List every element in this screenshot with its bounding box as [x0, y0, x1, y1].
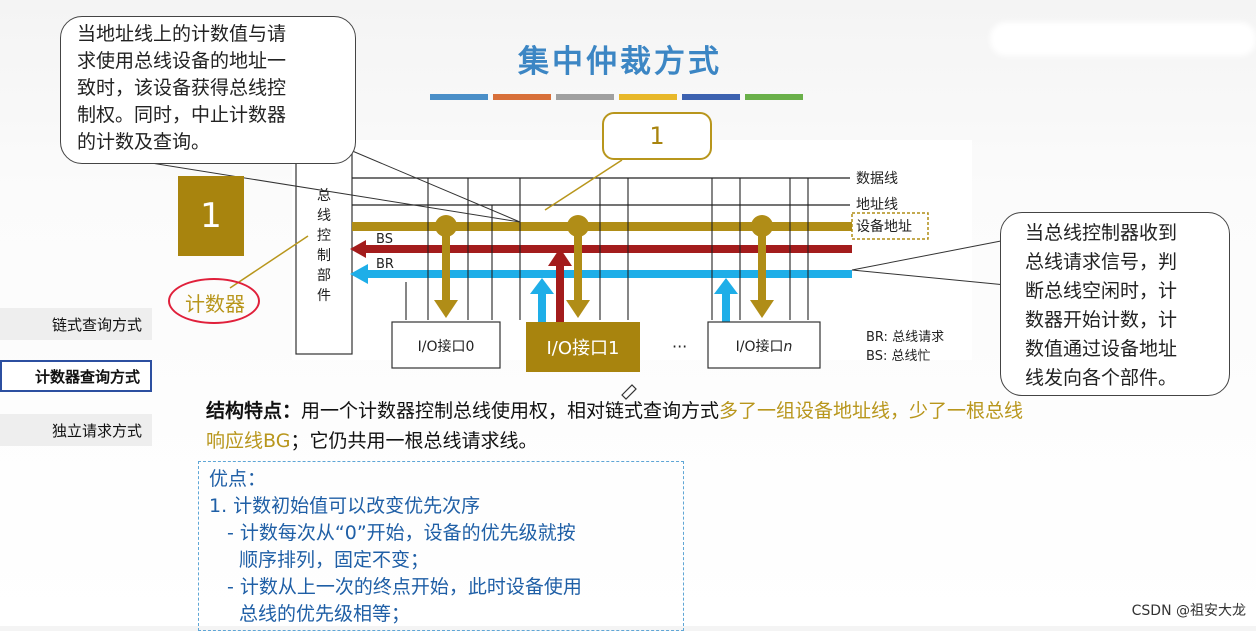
tap-arrowhead — [434, 300, 458, 318]
address-taps — [434, 215, 774, 318]
tap-stem — [758, 226, 766, 306]
callout-line: 的计数及查询。 — [77, 131, 211, 153]
controller-char: 部 — [317, 268, 331, 284]
advantages-heading: 优点： — [209, 468, 267, 490]
br-arrowhead — [350, 264, 368, 284]
nav-label: 链式查询方式 — [51, 315, 142, 334]
ellipsis-label: ··· — [672, 337, 687, 356]
br-up-arrowhead-n — [714, 278, 738, 294]
tap-arrowhead — [750, 300, 774, 318]
legend-bs: BS: 总线忙 — [866, 349, 930, 364]
callout-line: 致时，该设备获得总线控 — [77, 77, 287, 99]
controller-char: 线 — [317, 208, 331, 224]
advantage-sub: - 计数从上一次的终点开始，此时设备使用 — [227, 576, 582, 598]
ion-label: I/O接口n — [736, 338, 793, 355]
controller-char: 件 — [317, 288, 331, 304]
nav-label: 独立请求方式 — [51, 421, 142, 440]
color-bar — [682, 94, 740, 100]
br-up-stem-n — [722, 292, 730, 322]
structure-part2: ；它仍共用一根总线请求线。 — [290, 430, 538, 452]
left-callout-pointer — [69, 149, 521, 223]
data-line-label: 数据线 — [856, 171, 898, 187]
counter-circle-annotation — [168, 278, 260, 324]
callout-line: 制权。同时，中止计数器 — [77, 104, 287, 126]
bus-taps — [405, 178, 809, 320]
callout-line: 当总线控制器收到 — [1025, 222, 1178, 244]
controller-label: 总 线 控 制 部 件 — [317, 188, 331, 304]
step-badge-small: 1 — [602, 112, 712, 160]
io0-box — [391, 321, 501, 369]
callout-left: 当地址线上的计数值与请 求使用总线设备的地址一 致时，该设备获得总线控 制权。同… — [60, 16, 356, 164]
bs-up-stem — [556, 262, 564, 322]
tap-arrowhead — [566, 300, 590, 318]
right-callout-pointer — [851, 239, 1007, 286]
blurred-region — [990, 22, 1256, 56]
ion-box — [707, 321, 821, 369]
page-title: 集中仲裁方式 — [518, 44, 722, 80]
advantage-sub: 顺序排列，固定不变； — [239, 549, 430, 571]
nav-label: 计数器查询方式 — [34, 367, 140, 386]
advantages-box: 优点： 1. 计数初始值可以改变优先次序 - 计数每次从“0”开始，设备的优先级… — [198, 461, 684, 631]
controller-char: 控 — [317, 228, 331, 244]
io1-label: I/O接口1 — [547, 338, 620, 359]
device-address-bus — [352, 222, 852, 231]
color-bar — [619, 94, 677, 100]
br-up-arrowhead-1 — [530, 278, 554, 294]
br-line — [364, 270, 852, 278]
bus-controller-box — [295, 145, 353, 355]
advantage-sub: - 计数每次从“0”开始，设备的优先级就按 — [227, 522, 576, 544]
bs-up-arrowhead — [548, 248, 572, 266]
nav-counter-query[interactable]: 计数器查询方式 — [0, 360, 152, 392]
controller-char: 制 — [317, 248, 331, 264]
address-line-label: 地址线 — [856, 197, 898, 213]
advantage-sub: 总线的优先级相等； — [239, 603, 411, 625]
nav-daisy-chain[interactable]: 链式查询方式 — [0, 308, 152, 340]
watermark: CSDN @祖安大龙 — [1131, 603, 1246, 619]
counter-pointer — [229, 235, 309, 289]
structure-prefix: 结构特点： — [206, 400, 302, 422]
br-up-stem-1 — [538, 292, 546, 322]
color-bar — [556, 94, 614, 100]
pen-cursor-icon — [621, 384, 637, 400]
controller-char: 总 — [317, 188, 331, 204]
ion-prefix: I/O接口 — [736, 338, 784, 355]
device-address-box — [851, 212, 929, 240]
callout-line: 数值通过设备地址 — [1025, 338, 1178, 360]
color-bar — [430, 94, 488, 100]
tap-stem — [442, 226, 450, 306]
bs-line — [362, 245, 852, 253]
badge-pointer — [544, 159, 623, 211]
tap-stem — [574, 226, 582, 306]
advantage-item: 1. 计数初始值可以改变优先次序 — [209, 495, 481, 517]
color-bar — [745, 94, 803, 100]
callout-line: 数器开始计数，计 — [1025, 309, 1178, 331]
structure-highlight: 多了一组设备地址线，少了一根总线响应线BG — [206, 400, 1024, 452]
bs-label: BS — [376, 232, 393, 247]
structure-paragraph: 结构特点：用一个计数器控制总线使用权，相对链式查询方式多了一组设备地址线，少了一… — [206, 396, 1026, 456]
callout-line: 线发向各个部件。 — [1025, 367, 1178, 389]
callout-line: 总线请求信号，判 — [1025, 251, 1178, 273]
callout-right: 当总线控制器收到 总线请求信号，判 断总线空闲时，计 数器开始计数，计 数值通过… — [1000, 212, 1230, 396]
br-label: BR — [376, 257, 394, 272]
device-address-label: 设备地址 — [856, 218, 912, 235]
io0-label: I/O接口0 — [418, 338, 475, 355]
io1-box — [526, 322, 640, 372]
callout-line: 当地址线上的计数值与请 — [77, 23, 287, 45]
structure-part1: 用一个计数器控制总线使用权，相对链式查询方式 — [301, 400, 720, 422]
callout-line: 断总线空闲时，计 — [1025, 280, 1178, 302]
ion-suffix: n — [784, 339, 793, 355]
bs-arrowhead — [350, 240, 366, 258]
callout-line: 求使用总线设备的地址一 — [77, 50, 287, 72]
color-bar — [493, 94, 551, 100]
step-badge-large: 1 — [178, 176, 244, 256]
nav-independent-request[interactable]: 独立请求方式 — [0, 414, 152, 446]
legend-br: BR: 总线请求 — [866, 330, 944, 345]
